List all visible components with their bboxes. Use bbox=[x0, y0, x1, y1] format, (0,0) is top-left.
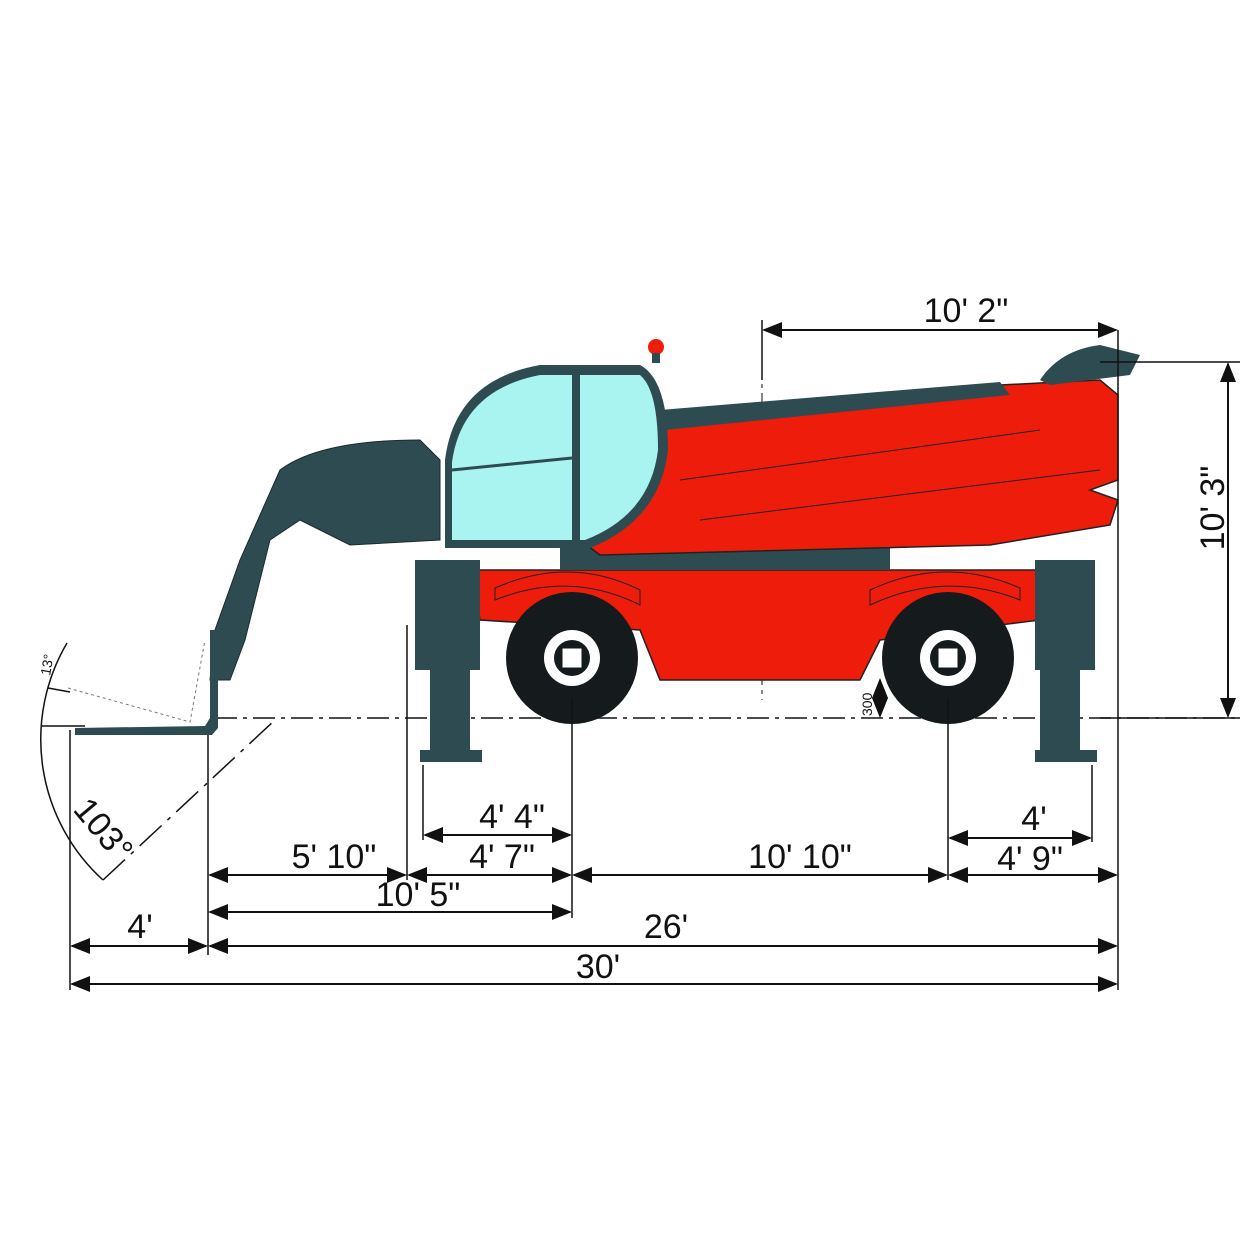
label-front-overhang: 5' 10" bbox=[292, 838, 377, 876]
label-fork-length: 4' bbox=[127, 908, 152, 946]
beacon-icon bbox=[648, 339, 664, 355]
label-rear-overhang: 4' 9" bbox=[997, 840, 1063, 878]
front-wheel bbox=[506, 592, 638, 724]
rear-hoses bbox=[1040, 345, 1140, 385]
telescopic-boom-head bbox=[209, 439, 441, 681]
label-ground-clearance: 300 bbox=[859, 692, 875, 716]
cab-glass-door bbox=[580, 375, 658, 540]
label-stab-rear-inner: 4' bbox=[1021, 800, 1046, 838]
label-stab-front-inner: 4' 4" bbox=[479, 798, 545, 836]
rear-stabilizer bbox=[1035, 560, 1097, 762]
fork bbox=[75, 630, 218, 735]
label-fork-to-axle: 10' 5" bbox=[376, 876, 461, 914]
cab-glass-front bbox=[452, 375, 572, 540]
rear-fender bbox=[869, 571, 1021, 606]
front-stabilizer bbox=[415, 560, 482, 762]
label-fork-tilt-down: 13° bbox=[37, 653, 56, 677]
label-fork-tilt-range: 103° bbox=[66, 791, 140, 869]
extension-lines bbox=[69, 320, 1240, 990]
front-fender bbox=[494, 571, 641, 606]
label-overall-length: 30' bbox=[576, 948, 620, 986]
fork-tilted-outline bbox=[67, 639, 206, 723]
tilt-ray bbox=[102, 719, 276, 881]
label-stab-front-outer: 4' 7" bbox=[469, 838, 535, 876]
label-wheelbase: 10' 10" bbox=[748, 838, 852, 876]
rear-wheel bbox=[882, 592, 1014, 724]
label-length: 26' bbox=[644, 908, 688, 946]
label-height: 10' 3" bbox=[1194, 466, 1232, 551]
tilt-arc bbox=[40, 642, 104, 881]
telehandler-machine bbox=[67, 339, 1140, 762]
label-boom-overhang: 10' 2" bbox=[924, 292, 1009, 330]
